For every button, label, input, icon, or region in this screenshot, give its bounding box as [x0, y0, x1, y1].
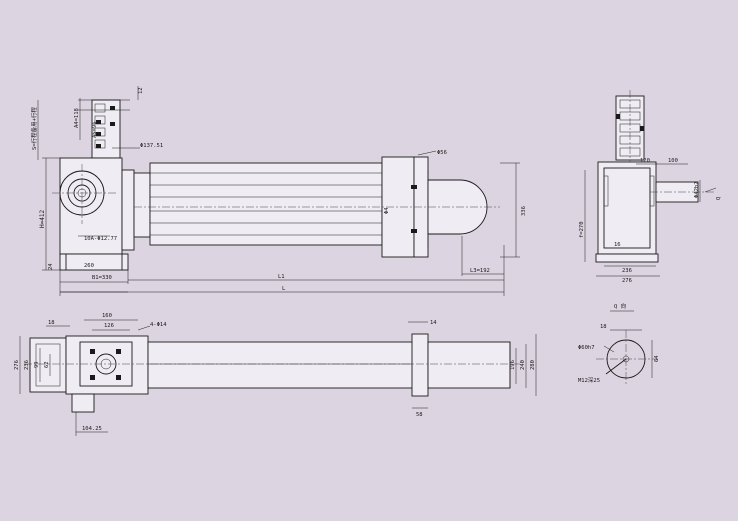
- front-view: H=412 S=行程备用+行程 A5=96 A4=118 12 Φ137.51 …: [30, 86, 527, 296]
- front-b1: B1=330: [92, 275, 112, 281]
- top-dim-126: 126: [104, 323, 114, 329]
- side-dim-120: 120: [640, 158, 650, 164]
- top-right-240: 240: [520, 360, 526, 370]
- top-left-62: 62: [44, 361, 50, 368]
- front-right-height: 336: [521, 206, 527, 216]
- front-top-dim-b: A4=118: [74, 108, 80, 128]
- top-view: 18 160 126 4-Φ14 14 276 236 99 62 196 24…: [14, 313, 537, 436]
- side-dim-f: f=270: [579, 221, 585, 238]
- front-side-note: S=行程备用+行程: [30, 107, 38, 150]
- detail-title: Q 向: [614, 302, 626, 310]
- front-clevis-dia: Φ56: [437, 150, 447, 156]
- front-top-right-dim: 12: [138, 87, 144, 94]
- front-base-width: 260: [84, 263, 94, 269]
- front-flange-dia: Φ137.51: [140, 143, 163, 149]
- side-center-mark: Q: [716, 197, 722, 200]
- front-tube-dia: Φ4: [384, 207, 390, 214]
- side-dim-236: 236: [622, 268, 632, 274]
- top-right-196: 196: [510, 360, 516, 370]
- top-left-276: 276: [14, 360, 20, 370]
- top-right-280: 280: [530, 360, 536, 370]
- front-pitch-circle: 10A-Φ12.77: [84, 236, 117, 242]
- side-shaft-dia: Φ42h7: [694, 181, 700, 198]
- detail-dim-18: 18: [600, 324, 607, 330]
- top-holes: 4-Φ14: [150, 322, 167, 328]
- side-dim-100: 100: [668, 158, 678, 164]
- top-left-236: 236: [24, 360, 30, 370]
- side-view: 120 100 Φ42h7 f=270 16 236 276 Q: [579, 90, 722, 284]
- front-top-dim-a: A5=96: [92, 121, 98, 138]
- top-dim-18: 18: [48, 320, 55, 326]
- front-l3: L3=192: [470, 268, 490, 274]
- top-dim-160: 160: [102, 313, 112, 319]
- front-height-label: H=412: [39, 210, 46, 228]
- front-l: L: [282, 286, 286, 292]
- top-left-99: 99: [34, 361, 40, 368]
- top-dim-104: 104.25: [82, 426, 102, 432]
- detail-shaft: Φ60h7: [578, 345, 595, 351]
- side-dim-16: 16: [614, 242, 621, 248]
- detail-view: Q 向 18 64 Φ60h7 M12深25: [578, 302, 660, 386]
- detail-thread: M12深25: [578, 376, 600, 384]
- detail-dim-64: 64: [654, 355, 660, 362]
- top-dim-14: 14: [430, 320, 437, 326]
- side-dim-276: 276: [622, 278, 632, 284]
- front-l1: L1: [278, 274, 285, 280]
- front-base-height: 24: [48, 263, 54, 270]
- top-dim-58: 58: [416, 412, 423, 418]
